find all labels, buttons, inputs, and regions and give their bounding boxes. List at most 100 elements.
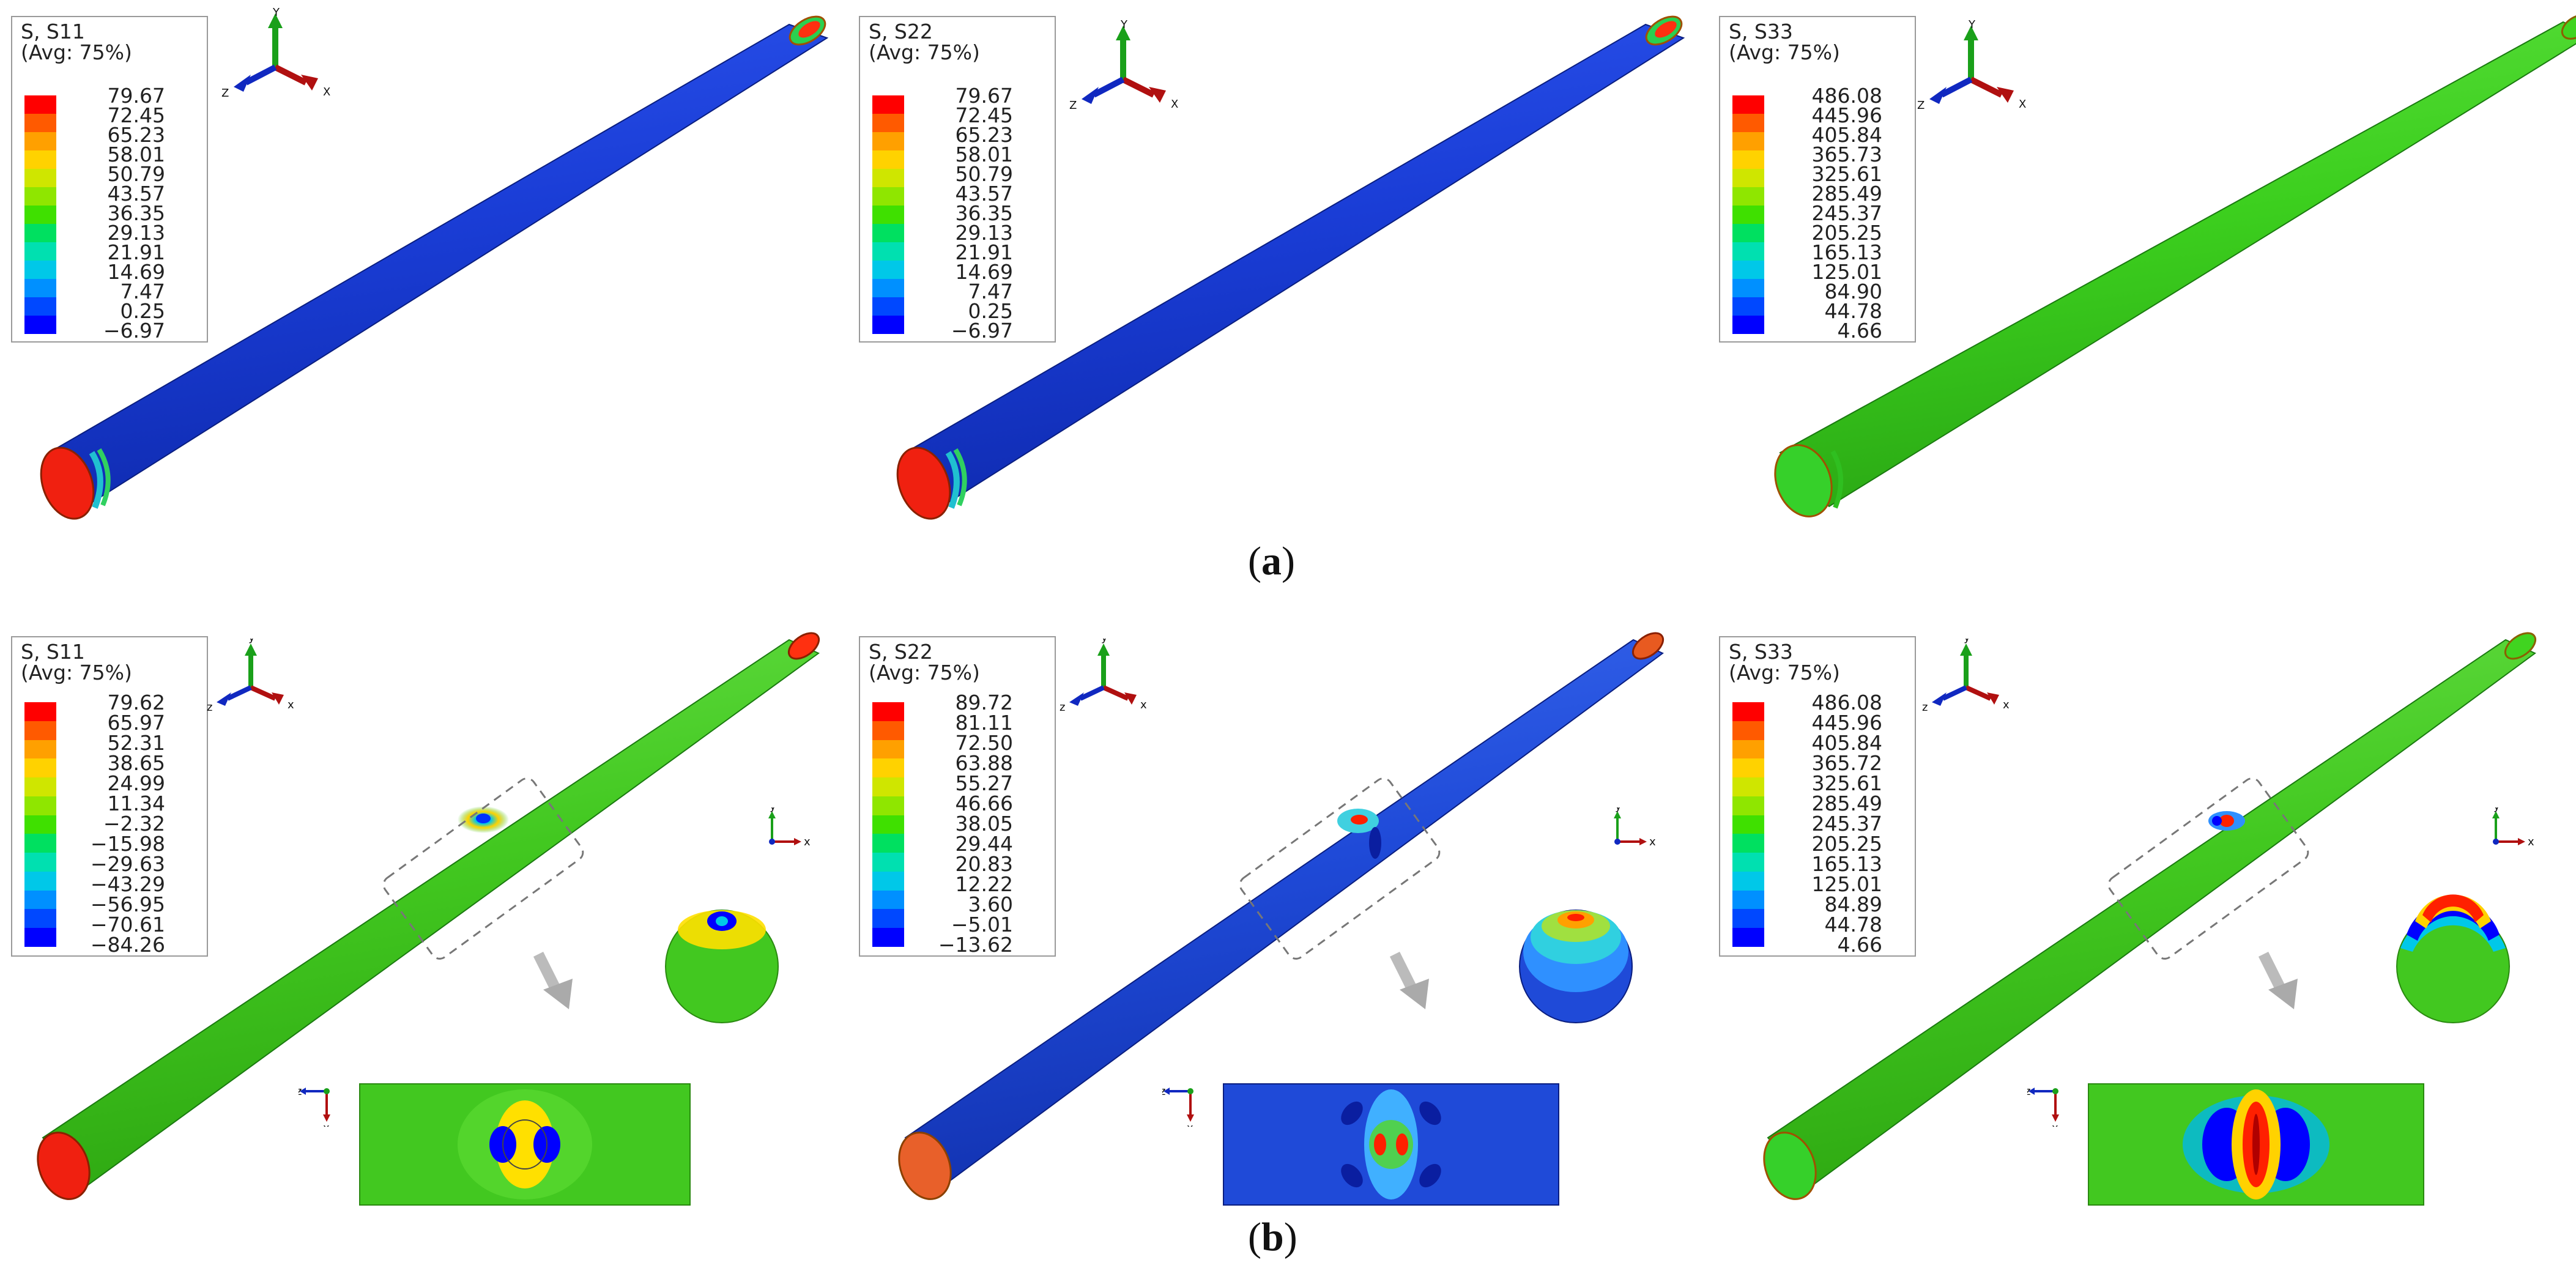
axis-triad-small-icon: z x bbox=[299, 1085, 330, 1127]
color-bar-segment bbox=[24, 224, 56, 242]
color-bar-segment bbox=[872, 95, 904, 114]
svg-text:x: x bbox=[1649, 836, 1656, 848]
axis-triad-small-icon: y x bbox=[2492, 807, 2534, 848]
legend-value: 55.27 bbox=[955, 771, 1013, 795]
color-bar-segment bbox=[24, 777, 56, 796]
legend-value: 0.25 bbox=[968, 299, 1013, 323]
legend-value: 84.90 bbox=[1824, 280, 1882, 303]
axis-triad-small-icon: z x bbox=[1162, 1085, 1194, 1127]
svg-text:y: y bbox=[1964, 639, 1970, 644]
svg-text:Z: Z bbox=[1917, 99, 1925, 112]
color-bar-segment bbox=[24, 740, 56, 759]
color-bar-segment bbox=[1732, 871, 1764, 891]
svg-text:z: z bbox=[207, 701, 212, 714]
legend-value: 14.69 bbox=[107, 260, 165, 284]
svg-text:x: x bbox=[323, 1122, 330, 1127]
legend-value: 4.66 bbox=[1837, 319, 1882, 343]
legend-avg: (Avg: 75%) bbox=[869, 40, 980, 64]
legend-value: −70.61 bbox=[90, 913, 165, 936]
color-bar-segment bbox=[24, 95, 56, 114]
color-bar-segment bbox=[1732, 721, 1764, 740]
legend-title: S, S22 bbox=[869, 640, 933, 664]
svg-text:z: z bbox=[1162, 1085, 1165, 1098]
color-bar bbox=[872, 95, 904, 334]
panel-a-s22: S, S22 (Avg: 75%) 79.67 72.45 65.23 58.0… bbox=[856, 0, 1713, 526]
color-bar-segment bbox=[24, 909, 56, 929]
legend-value: −56.95 bbox=[90, 892, 165, 916]
color-bar bbox=[1732, 95, 1764, 334]
color-bar-segment bbox=[24, 297, 56, 316]
color-bar-segment bbox=[872, 187, 904, 206]
svg-text:y: y bbox=[770, 807, 776, 813]
color-bar-segment bbox=[24, 114, 56, 132]
legend-value: −6.97 bbox=[103, 319, 165, 343]
color-bar-segment bbox=[1732, 114, 1764, 132]
legend-value: −84.26 bbox=[90, 933, 165, 957]
svg-text:Y: Y bbox=[1120, 18, 1128, 31]
color-bar-segment bbox=[1732, 928, 1764, 947]
color-bar-segment bbox=[872, 150, 904, 169]
subfigure-label-a: (a) bbox=[1248, 539, 1295, 584]
color-bar-segment bbox=[872, 279, 904, 297]
legend-title: S, S33 bbox=[1729, 640, 1793, 664]
pipe-model-a-s11 bbox=[40, 15, 829, 520]
svg-text:x: x bbox=[804, 836, 811, 848]
legend-value: 44.78 bbox=[1824, 299, 1882, 323]
color-bar-segment bbox=[1732, 261, 1764, 279]
legend-value: 165.13 bbox=[1811, 240, 1882, 264]
svg-text:x: x bbox=[2003, 699, 2010, 711]
color-bar-segment bbox=[1732, 297, 1764, 316]
svg-text:Y: Y bbox=[272, 6, 280, 19]
svg-text:y: y bbox=[2493, 807, 2500, 813]
color-bar-segment bbox=[872, 316, 904, 334]
legend-avg: (Avg: 75%) bbox=[21, 661, 132, 684]
pipe-model-a-s33 bbox=[1774, 14, 2576, 517]
color-bar-segment bbox=[1732, 890, 1764, 910]
legend-value: 58.01 bbox=[107, 143, 165, 166]
panel-a-s33: S, S33 (Avg: 75%) 486.08 445.96 405.84 3… bbox=[1713, 0, 2576, 526]
legend-value: −13.62 bbox=[938, 933, 1013, 957]
legend-box: S, S22 (Avg: 75%) 89.72 81.11 72.50 63.8… bbox=[859, 636, 1056, 957]
legend-value: 14.69 bbox=[955, 260, 1013, 284]
legend-value: −6.97 bbox=[951, 319, 1013, 343]
svg-text:x: x bbox=[1140, 699, 1147, 711]
legend-value: 50.79 bbox=[107, 162, 165, 186]
color-bar-segment bbox=[872, 721, 904, 740]
legend-value: 79.67 bbox=[107, 84, 165, 108]
legend-value: 43.57 bbox=[107, 182, 165, 206]
color-bar-segment bbox=[872, 928, 904, 947]
color-bar-segment bbox=[872, 909, 904, 929]
color-bar-segment bbox=[872, 261, 904, 279]
svg-text:z: z bbox=[1060, 701, 1065, 714]
color-bar-segment bbox=[1732, 909, 1764, 929]
svg-text:x: x bbox=[2528, 836, 2534, 848]
legend-value: 125.01 bbox=[1811, 260, 1882, 284]
legend-value: 4.66 bbox=[1837, 933, 1882, 957]
legend-value: 38.05 bbox=[955, 812, 1013, 836]
color-bar-segment bbox=[24, 758, 56, 778]
legend-value: 63.88 bbox=[955, 751, 1013, 775]
svg-text:x: x bbox=[1187, 1122, 1193, 1127]
axis-triad-small-icon: z x bbox=[2027, 1085, 2059, 1127]
pipe-model-a-s22 bbox=[896, 15, 1685, 520]
legend-value: 36.35 bbox=[107, 201, 165, 225]
color-bar-segment bbox=[1732, 169, 1764, 187]
color-bar-segment bbox=[872, 853, 904, 872]
color-bar-segment bbox=[872, 297, 904, 316]
color-bar-segment bbox=[24, 242, 56, 261]
subfigure-label-b: (b) bbox=[1248, 1215, 1297, 1259]
axis-triad-icon: Y X Z bbox=[221, 6, 330, 100]
axis-triad-small-icon: y x bbox=[768, 807, 811, 848]
color-bar-segment bbox=[872, 796, 904, 815]
legend-value: −15.98 bbox=[90, 832, 165, 856]
legend-value: 0.25 bbox=[120, 299, 165, 323]
color-bar-segment bbox=[24, 853, 56, 872]
legend-value: 405.84 bbox=[1811, 731, 1882, 755]
legend-value: 21.91 bbox=[955, 240, 1013, 264]
legend-value: 24.99 bbox=[107, 771, 165, 795]
legend-value: 486.08 bbox=[1811, 84, 1882, 108]
legend-value: 486.08 bbox=[1811, 691, 1882, 714]
legend-box: S, S11 (Avg: 75%) 79.67 72.45 65.23 58.0… bbox=[11, 16, 208, 343]
legend-value: −29.63 bbox=[90, 852, 165, 876]
legend-value: 205.25 bbox=[1811, 221, 1882, 245]
